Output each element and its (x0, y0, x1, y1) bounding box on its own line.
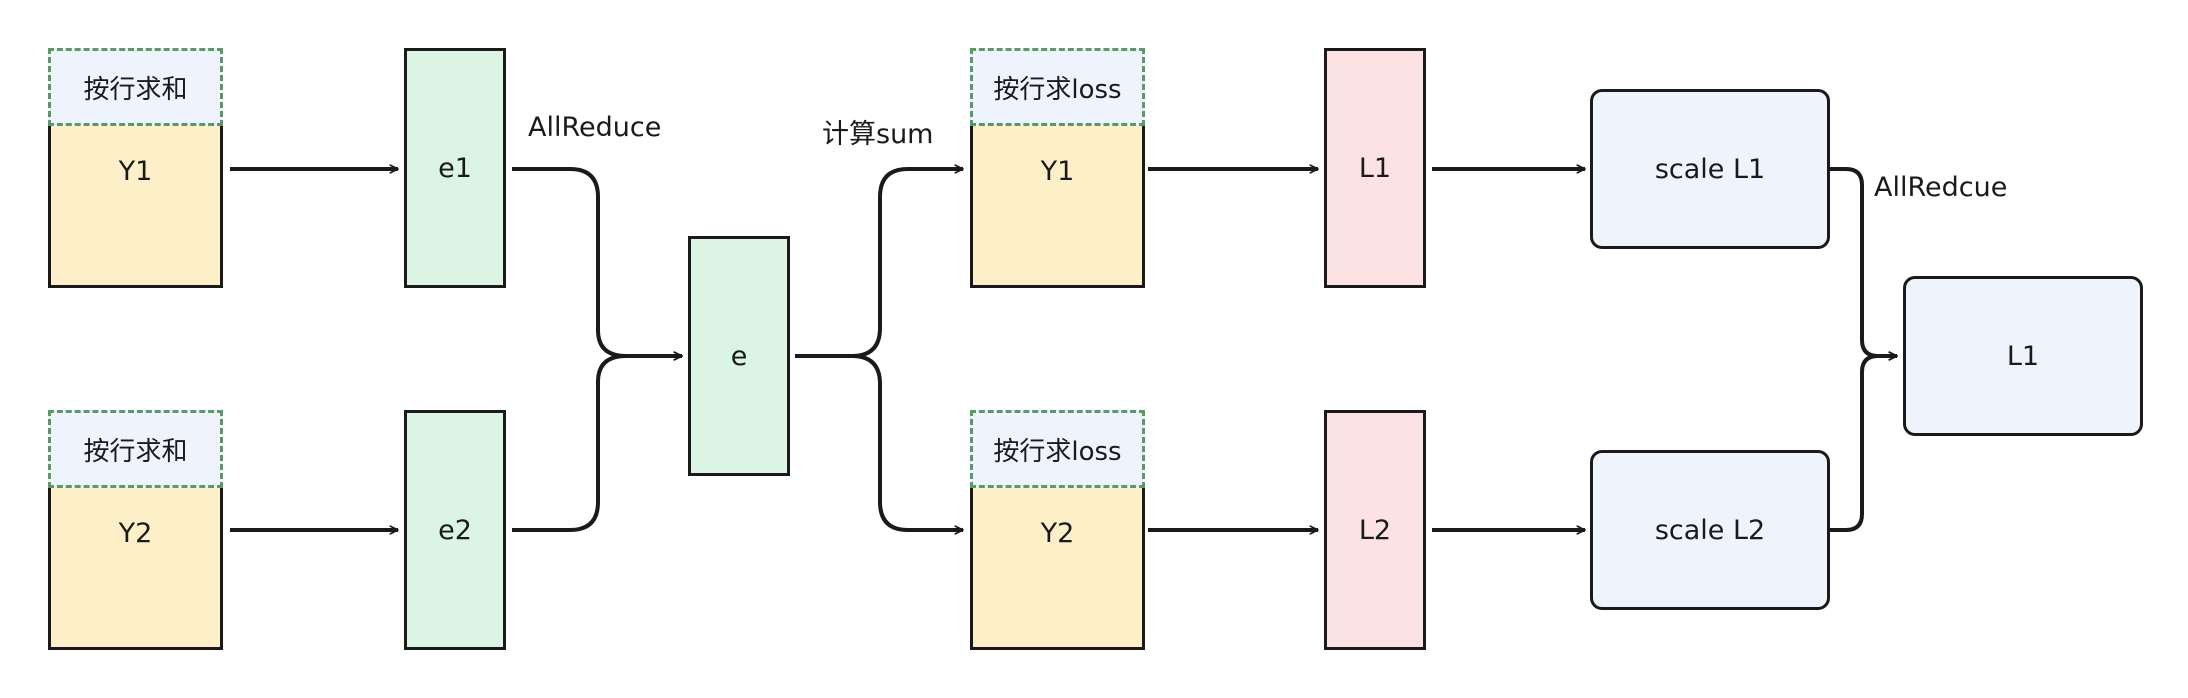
e-block: e (688, 236, 790, 476)
y1-label: Y1 (118, 156, 153, 187)
scale-l2-label: scale L2 (1654, 514, 1766, 546)
row-loss-header-bottom: 按行求loss (970, 410, 1145, 488)
arrow-e2-e (512, 351, 683, 532)
compute-sum-label: 计算sum (822, 119, 934, 150)
l1-label: L1 (1358, 152, 1392, 184)
allreduce-label: AllReduce (528, 112, 662, 143)
arrow-e-y2 (795, 354, 964, 535)
arrow-e1-e (512, 167, 683, 361)
e2-block: e2 (404, 410, 506, 650)
y2-loss-body-label: Y2 (1040, 518, 1075, 549)
arrow-scale2-final (1830, 351, 1898, 532)
row-sum-label-bottom: 按行求和 (83, 436, 188, 467)
e-label: e (730, 340, 748, 372)
row-loss-header-top: 按行求loss (970, 48, 1145, 126)
row-loss-label-bottom: 按行求loss (993, 436, 1122, 467)
arrow-e-y1 (795, 164, 964, 358)
row-loss-label-top: 按行求loss (993, 74, 1122, 105)
e2-label: e2 (438, 514, 472, 546)
allredcue-label: AllRedcue (1874, 172, 2008, 203)
l2-label: L2 (1358, 514, 1392, 546)
y2-label: Y2 (118, 518, 153, 549)
row-sum-label-top: 按行求和 (83, 74, 188, 105)
scale-l1-block: scale L1 (1590, 89, 1830, 249)
final-l1-block: L1 (1903, 276, 2143, 436)
final-l1-label: L1 (2006, 340, 2040, 372)
scale-l2-block: scale L2 (1590, 450, 1830, 610)
y1-loss-body-label: Y1 (1040, 156, 1075, 187)
scale-l1-label: scale L1 (1654, 153, 1766, 185)
row-sum-header-top: 按行求和 (48, 48, 223, 126)
e1-block: e1 (404, 48, 506, 288)
row-sum-header-bottom: 按行求和 (48, 410, 223, 488)
e1-label: e1 (438, 152, 472, 184)
l2-block: L2 (1324, 410, 1426, 650)
l1-block: L1 (1324, 48, 1426, 288)
